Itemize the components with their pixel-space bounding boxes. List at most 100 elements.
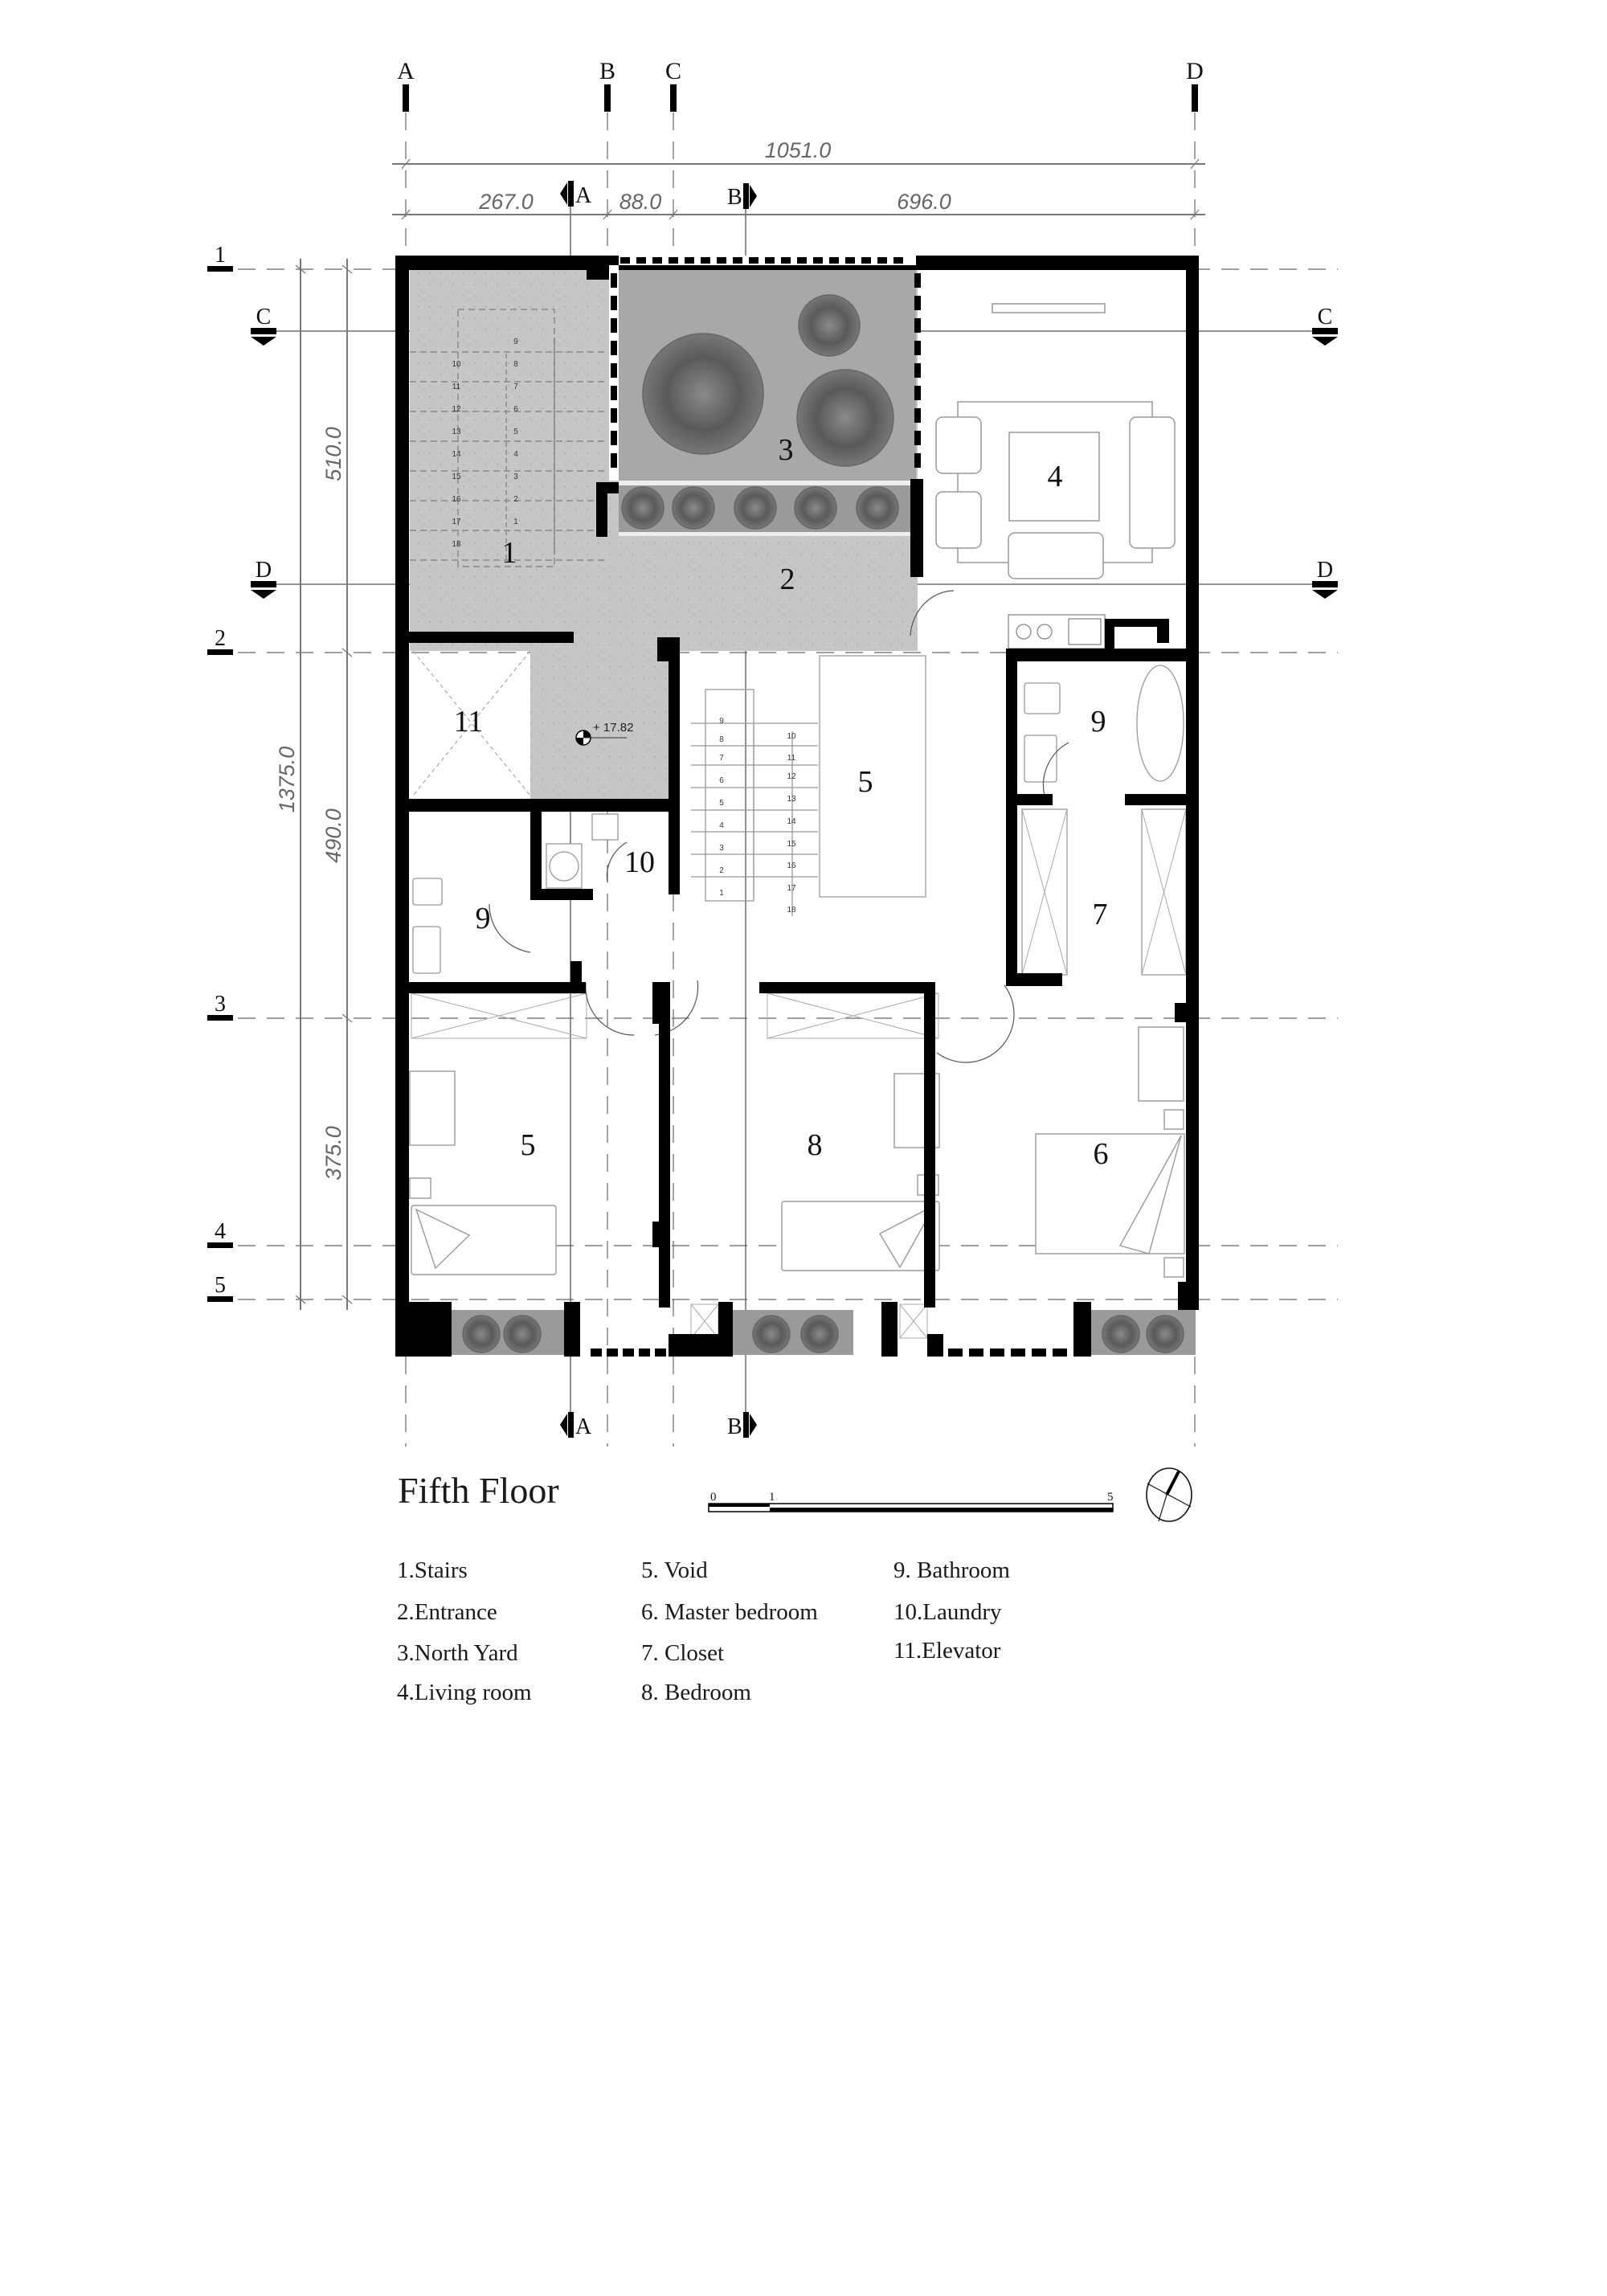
- svg-text:A: A: [575, 1414, 592, 1439]
- section-marker-B-bottom: B: [727, 1412, 757, 1439]
- grid-label-3: 3: [215, 992, 226, 1017]
- tree-icons: [462, 294, 1184, 1353]
- svg-text:17: 17: [452, 518, 461, 526]
- room-label-closet: 7: [1093, 898, 1108, 931]
- legend-item-4: 4.Living room: [397, 1680, 532, 1705]
- section-marker-C-right: C: [1312, 305, 1338, 346]
- grid-label-1: 1: [215, 243, 226, 268]
- legend-item-11: 11.Elevator: [893, 1638, 1001, 1664]
- kitchenette: [1008, 614, 1106, 649]
- grid-label-5: 5: [215, 1273, 226, 1298]
- svg-text:D: D: [256, 558, 272, 583]
- elevator-shaft: [412, 650, 531, 796]
- stair-step-numbers-lower: 9 8 7 6 5 4 3 2 1 10 11 12 13 14 15 16 1…: [719, 717, 796, 915]
- dim-segment-3: 696.0: [897, 190, 951, 214]
- section-marker-B-top: B: [727, 183, 757, 210]
- void-area: [819, 655, 926, 898]
- svg-text:11: 11: [452, 383, 461, 391]
- stairs-upper: [410, 309, 604, 567]
- svg-text:4: 4: [513, 450, 518, 459]
- legend-item-6: 6. Master bedroom: [641, 1599, 818, 1625]
- grid-label-D: D: [1186, 58, 1204, 84]
- door-swings: [489, 590, 1069, 1063]
- svg-text:1: 1: [769, 1491, 775, 1504]
- svg-text:14: 14: [787, 817, 796, 826]
- grid-label-2: 2: [215, 626, 226, 651]
- svg-text:10: 10: [787, 732, 796, 741]
- stair-step-numbers-upper: 10 11 12 13 14 15 16 17 18 9 8 7 6 5 4 3…: [452, 338, 518, 549]
- svg-text:17: 17: [787, 884, 796, 893]
- legend-item-5: 5. Void: [641, 1557, 708, 1583]
- dimension-lines-top: [392, 158, 1205, 220]
- grid-label-A: A: [397, 58, 415, 84]
- legend-item-9: 9. Bathroom: [893, 1557, 1010, 1583]
- fixtures: [412, 665, 1187, 976]
- svg-text:2: 2: [513, 495, 518, 504]
- legend-item-7: 7. Closet: [641, 1640, 725, 1666]
- svg-text:D: D: [1317, 558, 1333, 583]
- svg-text:A: A: [575, 183, 592, 208]
- svg-text:3: 3: [513, 473, 518, 481]
- room-label-bedroom-west: 5: [521, 1128, 536, 1162]
- svg-text:14: 14: [452, 450, 461, 459]
- svg-text:C: C: [1318, 305, 1333, 329]
- svg-text:12: 12: [787, 772, 796, 781]
- level-marker: + 17.82: [575, 721, 633, 746]
- room-label-bathroom-east: 9: [1091, 705, 1106, 739]
- svg-text:11: 11: [787, 754, 796, 763]
- dimension-lines-left: [295, 259, 353, 1310]
- room-label-stairs: 1: [502, 536, 517, 570]
- grid-label-B: B: [599, 58, 615, 84]
- room-label-laundry: 10: [624, 845, 655, 879]
- svg-text:6: 6: [719, 776, 724, 785]
- dim-vertical-3: 375.0: [321, 1126, 346, 1181]
- svg-text:7: 7: [513, 383, 518, 391]
- svg-text:13: 13: [452, 428, 461, 436]
- svg-text:2: 2: [719, 866, 724, 875]
- paving-lobby: [530, 641, 677, 799]
- svg-text:15: 15: [787, 840, 796, 849]
- room-label-living: 4: [1048, 460, 1063, 493]
- svg-text:8: 8: [719, 735, 724, 744]
- svg-text:18: 18: [787, 906, 796, 915]
- section-marker-D-left: D: [251, 558, 276, 599]
- section-marker-A-bottom: A: [560, 1412, 592, 1439]
- room-label-bedroom: 8: [808, 1128, 823, 1162]
- north-arrow-icon: [1146, 1467, 1192, 1522]
- svg-text:13: 13: [787, 795, 796, 804]
- closet-cross-lines: [411, 808, 1187, 1339]
- svg-text:1: 1: [513, 518, 518, 526]
- walls: [395, 256, 1199, 1357]
- svg-text:12: 12: [452, 405, 461, 414]
- svg-text:6: 6: [513, 405, 518, 414]
- legend-item-2: 2.Entrance: [397, 1599, 497, 1625]
- svg-text:4: 4: [719, 821, 724, 830]
- room-label-north-yard: 3: [779, 433, 794, 467]
- svg-text:15: 15: [452, 473, 461, 481]
- dim-segment-2: 88.0: [619, 190, 662, 214]
- svg-text:5: 5: [719, 799, 724, 808]
- dim-vertical-2: 490.0: [321, 808, 346, 863]
- section-marker-A-top: A: [560, 181, 592, 208]
- svg-text:5: 5: [513, 428, 518, 436]
- svg-text:C: C: [256, 305, 272, 329]
- svg-text:3: 3: [719, 844, 724, 853]
- room-label-void: 5: [858, 765, 873, 799]
- svg-text:16: 16: [787, 862, 796, 870]
- dim-segment-1: 267.0: [478, 190, 534, 214]
- section-marker-D-right: D: [1312, 558, 1338, 599]
- room-label-bathroom-west: 9: [476, 902, 491, 935]
- dim-overall-height: 1375.0: [275, 747, 299, 813]
- svg-text:9: 9: [513, 338, 518, 346]
- svg-text:10: 10: [452, 360, 461, 369]
- living-room-furniture: [935, 303, 1176, 579]
- yard-top-screen: [619, 256, 916, 265]
- svg-text:0: 0: [710, 1491, 717, 1504]
- legend-item-3: 3.North Yard: [397, 1640, 518, 1666]
- grid-column-markers: A B C D: [397, 58, 1204, 112]
- svg-text:B: B: [727, 185, 742, 210]
- room-label-elevator: 11: [454, 705, 484, 739]
- legend-item-1: 1.Stairs: [397, 1557, 468, 1583]
- svg-text:B: B: [727, 1414, 742, 1439]
